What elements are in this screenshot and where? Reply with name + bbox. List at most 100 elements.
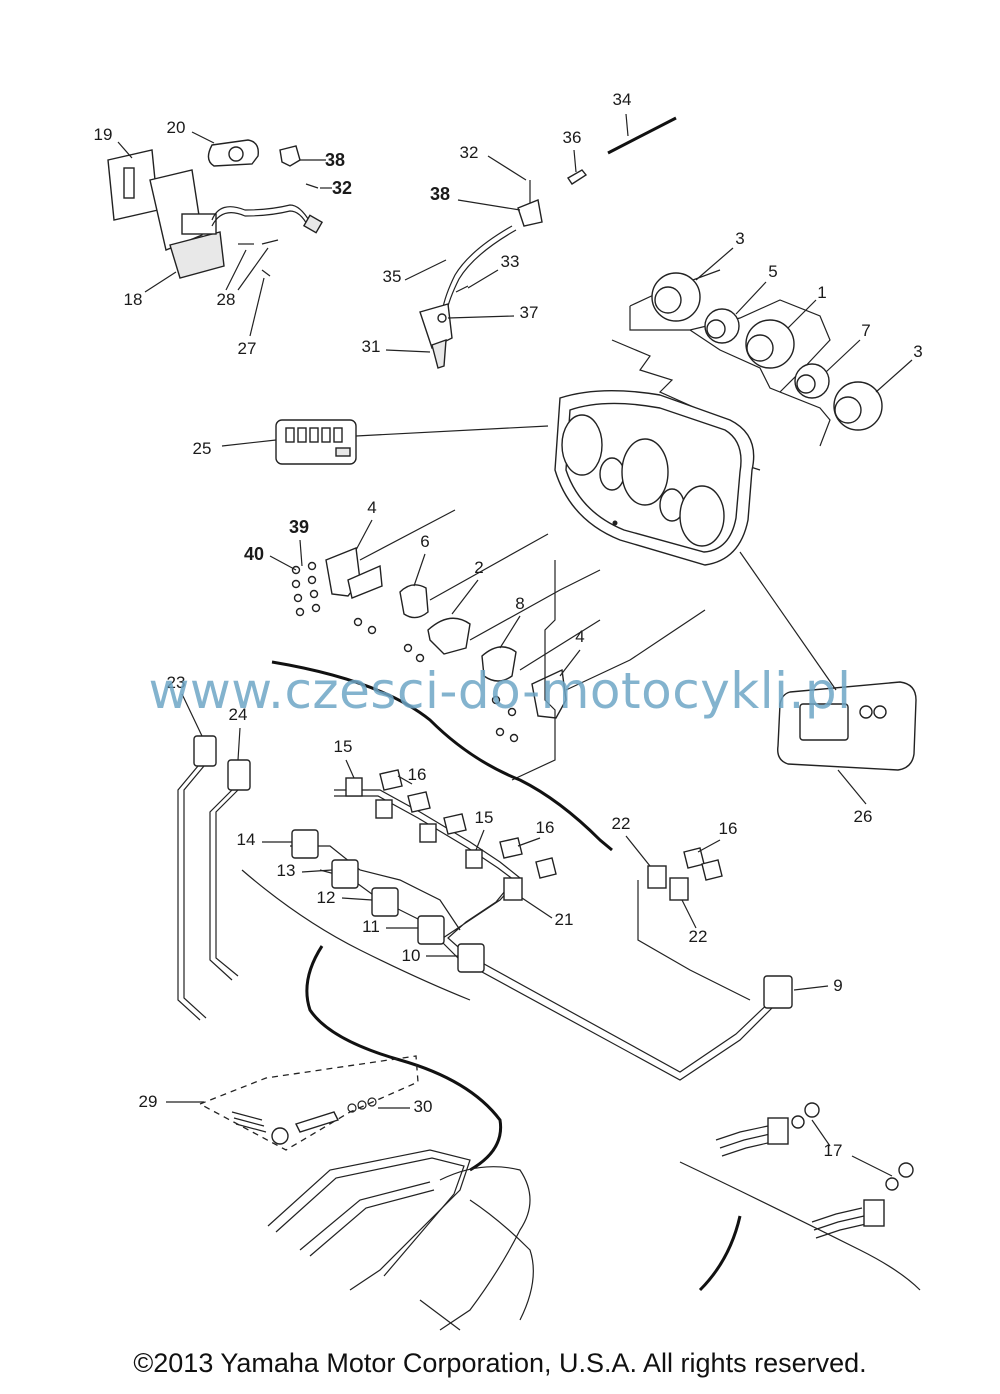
indicator-slot-4 (321, 427, 331, 443)
callout-c3a: 3 (735, 229, 744, 248)
indicator-slot-1 (285, 427, 295, 443)
callout-c16a: 16 (408, 765, 427, 784)
dashed-box-29 (198, 1055, 419, 1151)
grommet-17a (791, 1115, 805, 1129)
callout-c32b: 32 (460, 143, 479, 162)
ring-6 (399, 584, 429, 619)
screw-32 (305, 183, 319, 189)
callout-c13: 13 (277, 861, 296, 880)
callout-c16c: 16 (719, 819, 738, 838)
callout-c12: 12 (317, 888, 336, 907)
plate-slot (123, 167, 135, 199)
switch-10 (457, 943, 485, 973)
sensor-15d (465, 849, 483, 869)
switch-23 (193, 735, 217, 767)
cap-16d (499, 837, 523, 859)
callout-c14: 14 (237, 830, 256, 849)
callout-c5: 5 (768, 262, 777, 281)
bracket-38 (517, 199, 543, 227)
relay-plug (302, 214, 324, 234)
switch-14 (291, 829, 319, 859)
callout-c1: 1 (817, 283, 826, 302)
callout-c2: 2 (474, 558, 483, 577)
harness-22 (637, 880, 751, 1001)
display-window (799, 703, 849, 741)
harness-17b-wires (811, 1207, 867, 1239)
callout-c29: 29 (139, 1092, 158, 1111)
throttle-group (385, 113, 677, 369)
hull-lower (267, 1149, 534, 1331)
callout-c35: 35 (383, 267, 402, 286)
switch-24 (227, 759, 251, 791)
cap-16c (443, 813, 467, 835)
washer-17b (898, 1162, 914, 1178)
sensor-21 (503, 877, 523, 901)
callout-c32a: 32 (332, 178, 352, 198)
switch-harness-group (177, 693, 251, 1021)
gauge-3-right-back (834, 396, 862, 424)
callout-c30: 30 (414, 1097, 433, 1116)
bracket-4-upper-arm (347, 564, 383, 599)
hull-edge-lower (241, 869, 471, 1001)
hull-frame-2 (275, 1157, 465, 1277)
washer-17a (804, 1102, 820, 1118)
callout-c15b: 15 (475, 808, 494, 827)
callout-c23: 23 (167, 673, 186, 692)
switch-13 (331, 859, 359, 889)
callout-c7: 7 (861, 321, 870, 340)
key-switch-29 (271, 1127, 289, 1145)
callout-c36: 36 (563, 128, 582, 147)
callout-c26: 26 (854, 807, 873, 826)
screw-33 (455, 285, 469, 293)
indicator-slot-2 (297, 427, 307, 443)
callout-c18: 18 (124, 290, 143, 309)
cap-16b (407, 791, 431, 813)
panel-opening-center (621, 438, 669, 506)
cable-35 (441, 225, 513, 313)
callout-c4a: 4 (367, 498, 376, 517)
body-outline (241, 660, 921, 1292)
harness-17-group (715, 1102, 914, 1239)
cluster-harness (334, 789, 781, 1081)
indicator-slot-3 (309, 427, 319, 443)
hull-wire-loop (305, 945, 503, 1172)
callout-c24: 24 (229, 705, 248, 724)
callout-c17: 17 (824, 1141, 843, 1160)
switch-cluster (262, 759, 829, 1081)
hull-edge-upper (271, 660, 613, 852)
callout-c15a: 15 (334, 737, 353, 756)
callout-c25: 25 (193, 439, 212, 458)
key-switch-group (166, 1055, 419, 1151)
gauge-5-back (706, 319, 726, 339)
hull-frame-1 (267, 1149, 471, 1291)
callout-c20: 20 (167, 118, 186, 137)
callout-c37: 37 (520, 303, 539, 322)
panel-opening-small-1 (599, 457, 625, 491)
nut-stack-40 (291, 561, 519, 743)
harness-17a-wires (715, 1125, 773, 1157)
sensor-15a (345, 777, 363, 797)
indicator-slot-5 (333, 427, 343, 443)
callout-c4b: 4 (575, 627, 584, 646)
callout-c28: 28 (217, 290, 236, 309)
shaft-34 (607, 116, 677, 155)
cap-16g (701, 859, 723, 881)
grommet-17b (885, 1177, 899, 1191)
sensor-15b (375, 799, 393, 819)
connector-9 (763, 975, 793, 1009)
sensor-22a (647, 865, 667, 889)
bracket-group (269, 509, 706, 781)
display-button-1 (859, 705, 873, 719)
hull-seat-inner (469, 1199, 534, 1321)
screw-28b (261, 239, 279, 245)
panel-tie-lines (359, 509, 706, 691)
callout-c6: 6 (420, 532, 429, 551)
gauge-7-back (796, 374, 816, 394)
switch-12 (371, 887, 399, 917)
indicator-plate-group (221, 419, 549, 465)
indicator-badge (335, 447, 351, 457)
callout-c31: 31 (362, 337, 381, 356)
callout-c21: 21 (555, 910, 574, 929)
cap-16e (535, 857, 557, 879)
